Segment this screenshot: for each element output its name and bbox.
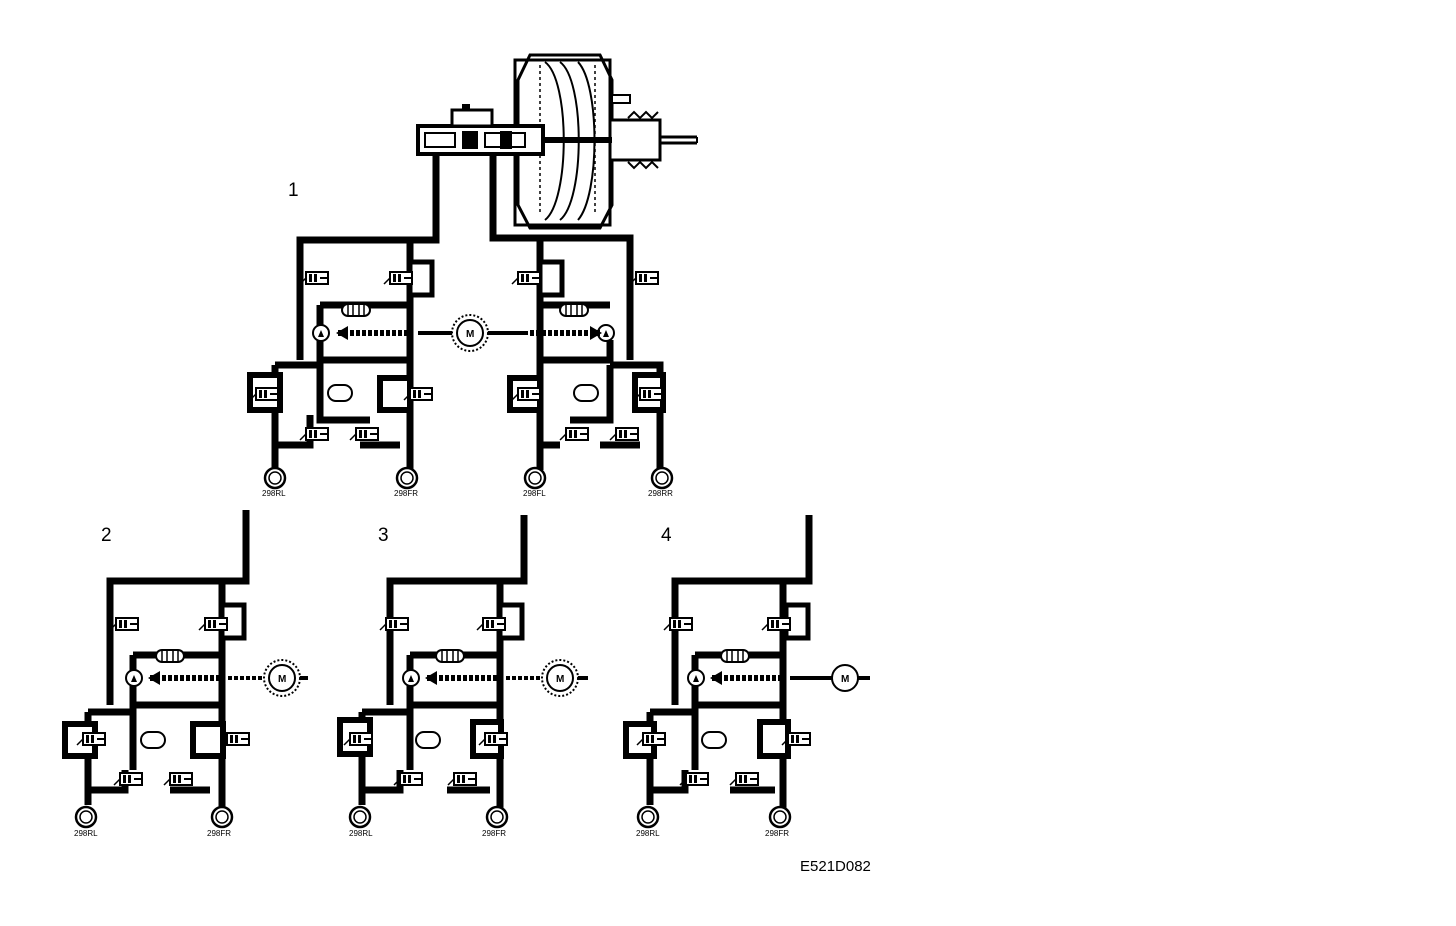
- motor-label: M: [841, 674, 849, 685]
- wheel-label-1-fr: 298FR: [394, 489, 418, 498]
- figure-2: 2 M 298RL 298FR: [62, 510, 308, 838]
- wheel-label-1-rr: 298RR: [648, 489, 673, 498]
- figure-4: 4 M 298RL 298FR: [623, 515, 870, 838]
- wheel-label-3-rl: 298RL: [349, 829, 373, 838]
- figure-3-number: 3: [378, 525, 389, 546]
- pump-motor-2: M: [228, 659, 308, 697]
- figure-1-number: 1: [288, 180, 299, 201]
- pump-motor-1: M: [418, 314, 528, 352]
- wheel-label-1-fl: 298FL: [523, 489, 546, 498]
- motor-label: M: [466, 329, 474, 340]
- figure-2-number: 2: [101, 525, 112, 546]
- motor-label: M: [278, 674, 286, 685]
- master-cylinder: [416, 104, 612, 156]
- wheel-label-2-rl: 298RL: [74, 829, 98, 838]
- figure-identifier: E521D082: [800, 858, 871, 875]
- wheel-label-3-fr: 298FR: [482, 829, 506, 838]
- figure-4-number: 4: [661, 525, 672, 546]
- figure-1: 1: [247, 53, 698, 498]
- wheel-label-2-fr: 298FR: [207, 829, 231, 838]
- motor-label: M: [556, 674, 564, 685]
- figure-3: 3 M 298RL 298FR: [337, 515, 588, 838]
- pump-motor-4: M: [790, 664, 870, 692]
- wheel-label-4-rl: 298RL: [636, 829, 660, 838]
- pump-motor-3: M: [506, 659, 588, 697]
- wheel-label-4-fr: 298FR: [765, 829, 789, 838]
- wheel-label-1-rl: 298RL: [262, 489, 286, 498]
